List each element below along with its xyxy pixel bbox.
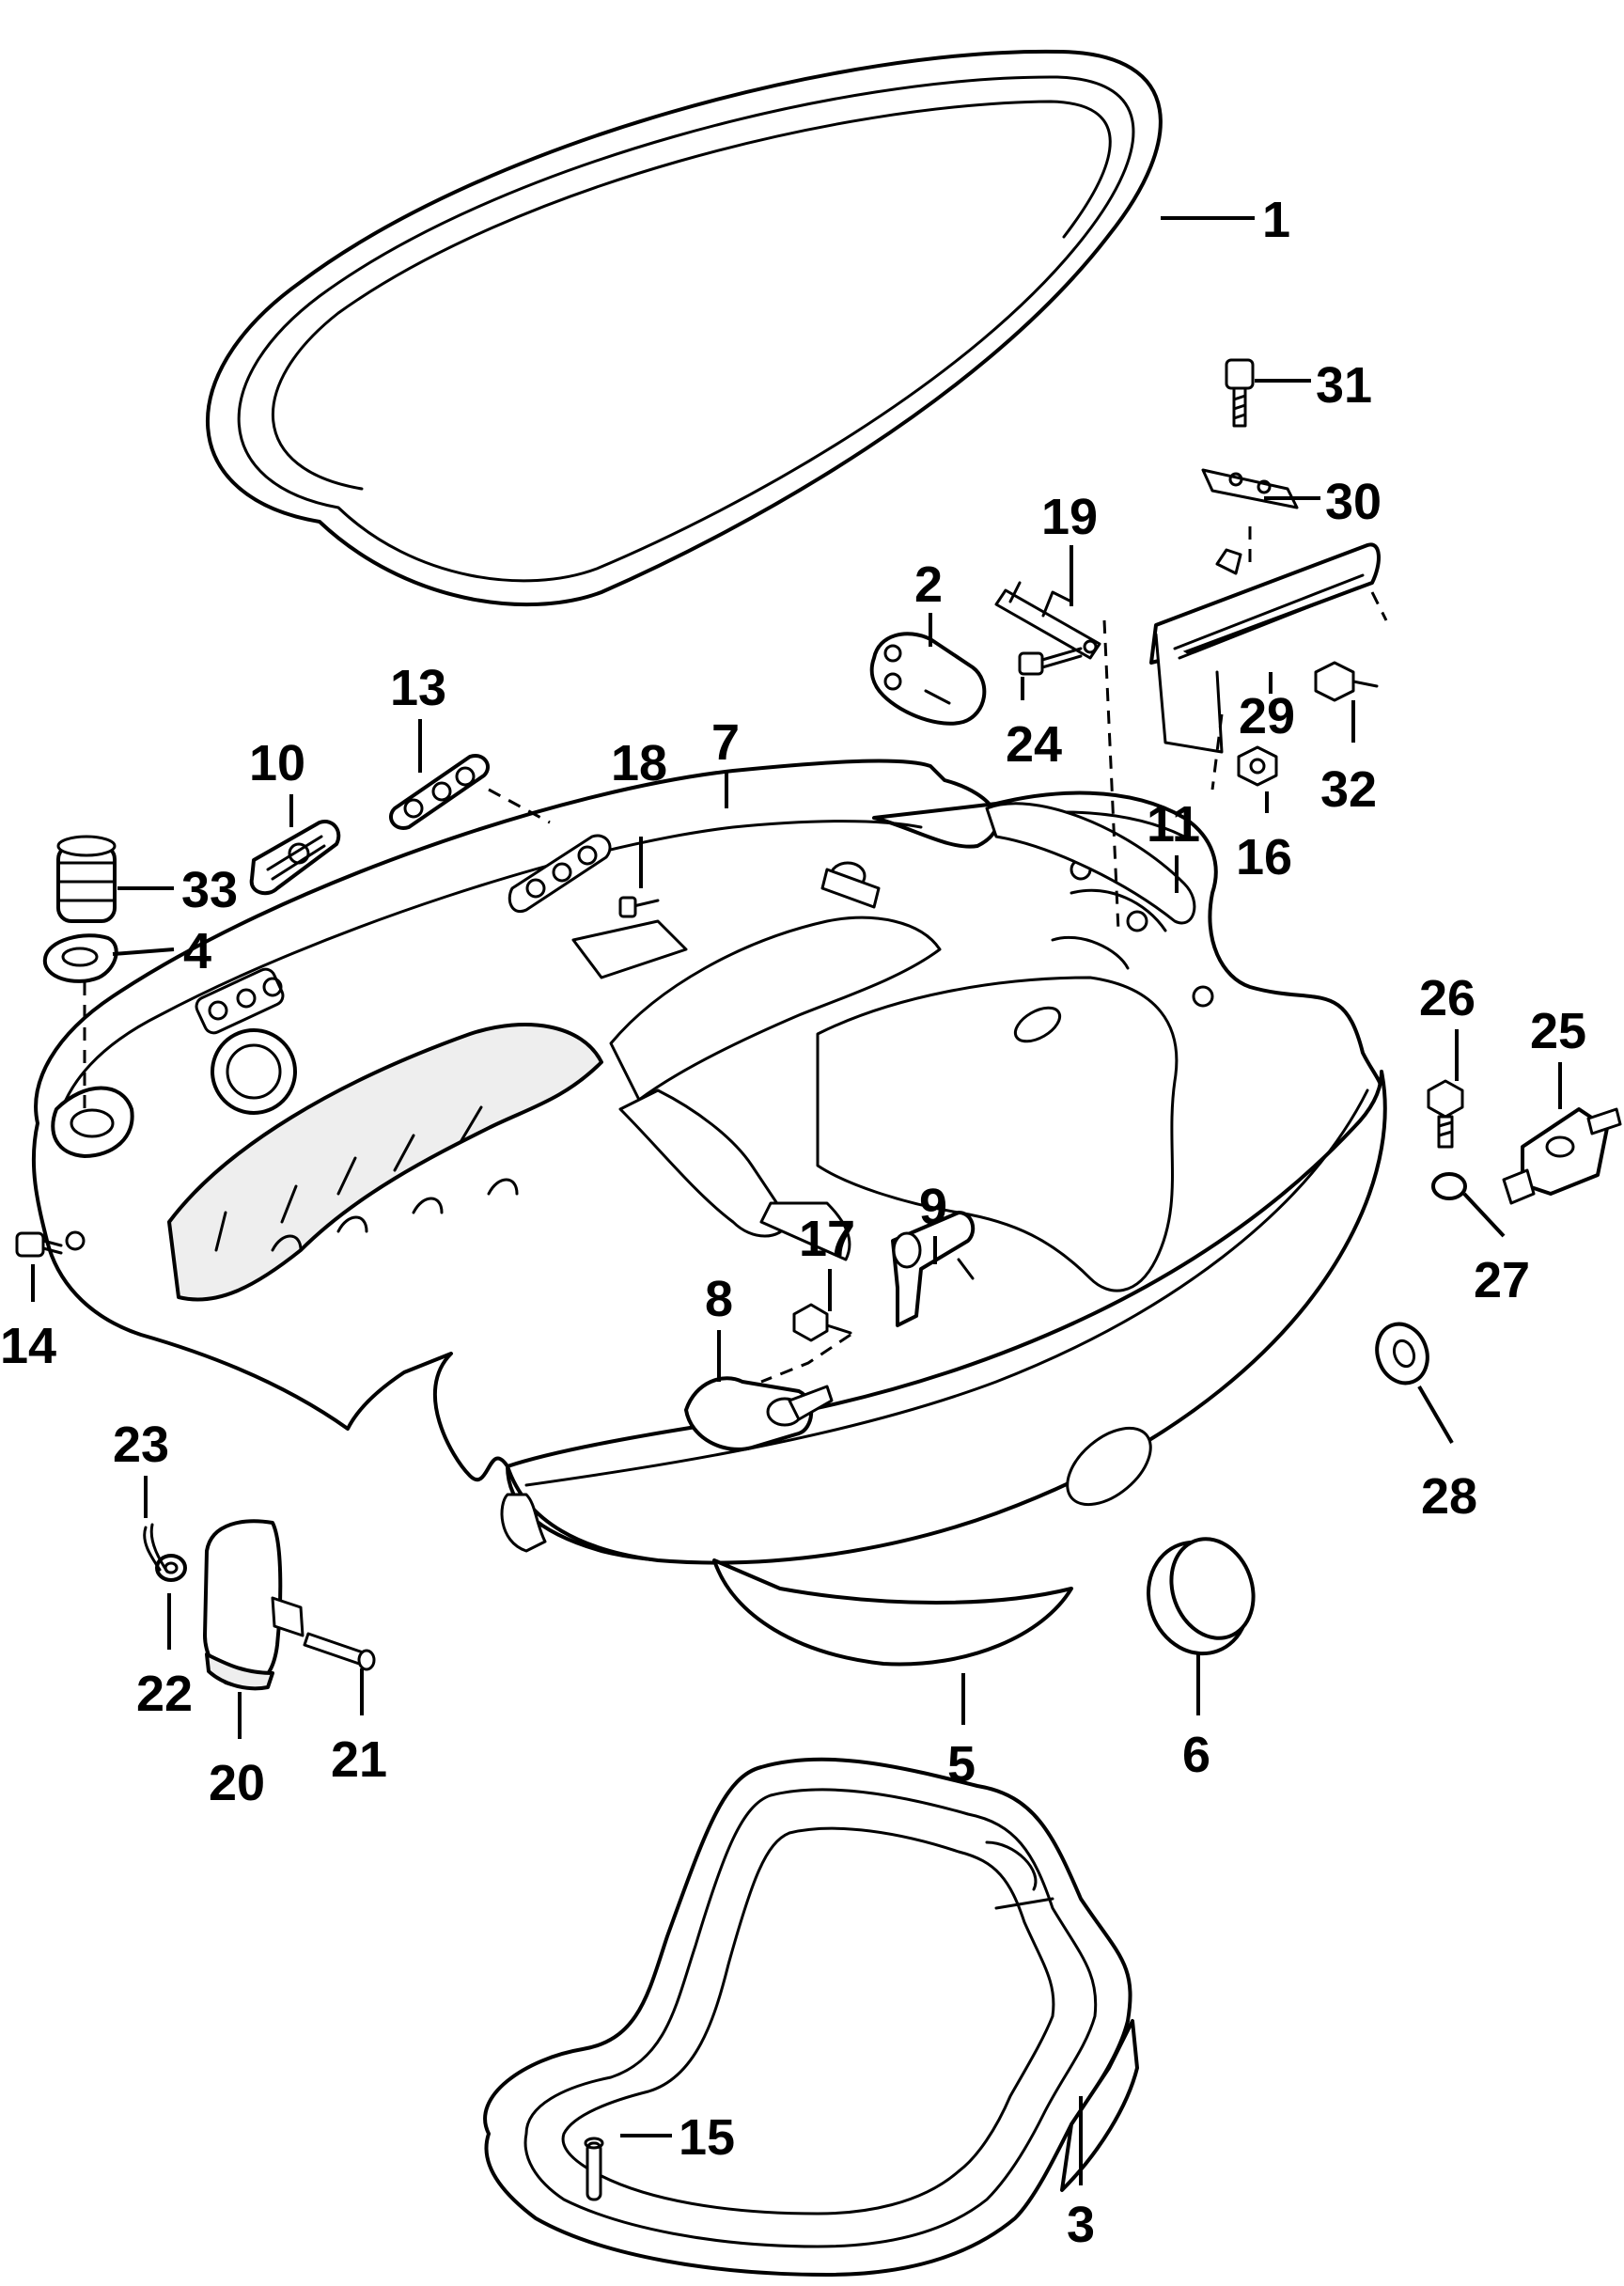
callout-18: 18 [611, 735, 667, 791]
part-16-screw [1237, 745, 1278, 787]
part-17-screw [792, 1303, 852, 1342]
callout-4: 4 [183, 923, 211, 979]
callout-29: 29 [1239, 688, 1295, 744]
part-9-hinge [891, 1211, 976, 1327]
callout-8: 8 [705, 1271, 733, 1327]
callout-16: 16 [1236, 829, 1292, 885]
callout-6: 6 [1182, 1727, 1210, 1783]
part-3-lower-pan [483, 1757, 1139, 2277]
callout-20: 20 [209, 1755, 265, 1811]
part-23-cotter-pin [143, 1523, 169, 1574]
callout-23: 23 [113, 1417, 169, 1473]
part-21-pin [303, 1632, 376, 1671]
callout-14: 14 [0, 1318, 56, 1374]
part-26-screw [1427, 1079, 1464, 1149]
callout-31: 31 [1316, 357, 1372, 414]
callout-22: 22 [136, 1666, 193, 1722]
callout-32: 32 [1320, 761, 1377, 818]
part-11-latch-lever [985, 802, 1196, 925]
callout-1: 1 [1262, 192, 1290, 248]
part-33-filter [56, 835, 117, 923]
part-25-fuel-connector [1502, 1107, 1622, 1205]
part-6-cap [1147, 1537, 1256, 1656]
assembly-lines [83, 526, 1388, 1384]
callout-28: 28 [1421, 1468, 1477, 1525]
callout-27: 27 [1474, 1252, 1530, 1308]
callout-24: 24 [1006, 716, 1062, 773]
callout-2: 2 [914, 556, 943, 613]
callout-10: 10 [249, 735, 305, 791]
part-8-latch [684, 1376, 834, 1451]
part-18-screw [618, 896, 660, 918]
part-27-washer [1431, 1172, 1467, 1200]
part-19-link [994, 581, 1101, 660]
callout-13: 13 [390, 660, 446, 716]
callout-15: 15 [679, 2109, 735, 2166]
part-20-latch-handle [203, 1519, 304, 1691]
leader-lines [31, 216, 1562, 2185]
callout-7: 7 [711, 714, 740, 771]
callout-33: 33 [181, 862, 238, 918]
callout-9: 9 [919, 1179, 947, 1235]
part-32-screw [1314, 661, 1379, 702]
part-29-bracket [1149, 542, 1381, 754]
part-31-bolt [1225, 358, 1255, 428]
part-4-gasket [42, 933, 118, 983]
callout-19: 19 [1041, 489, 1098, 545]
callout-26: 26 [1419, 970, 1476, 1026]
callout-21: 21 [331, 1731, 387, 1788]
part-28-washer [1375, 1322, 1429, 1386]
callout-3: 3 [1067, 2197, 1095, 2253]
callout-17: 17 [799, 1211, 855, 1267]
callout-25: 25 [1530, 1003, 1586, 1059]
callout-30: 30 [1325, 474, 1382, 530]
callout-labels: 1 2 3 4 5 6 7 8 9 10 11 13 14 15 16 17 1… [0, 192, 1586, 2253]
callout-5: 5 [947, 1736, 976, 1793]
part-2-latch-plate [869, 632, 987, 726]
part-24-screw [1018, 647, 1083, 676]
part-14-screw [15, 1231, 63, 1258]
part-13-grommet-plate [389, 754, 490, 830]
part-10-retainer [249, 820, 341, 896]
part-30-plate [1201, 468, 1299, 509]
part-13-grommet-installed [508, 834, 612, 914]
callout-11: 11 [1147, 796, 1200, 853]
part-1-top-cowl-seal [206, 49, 1163, 607]
